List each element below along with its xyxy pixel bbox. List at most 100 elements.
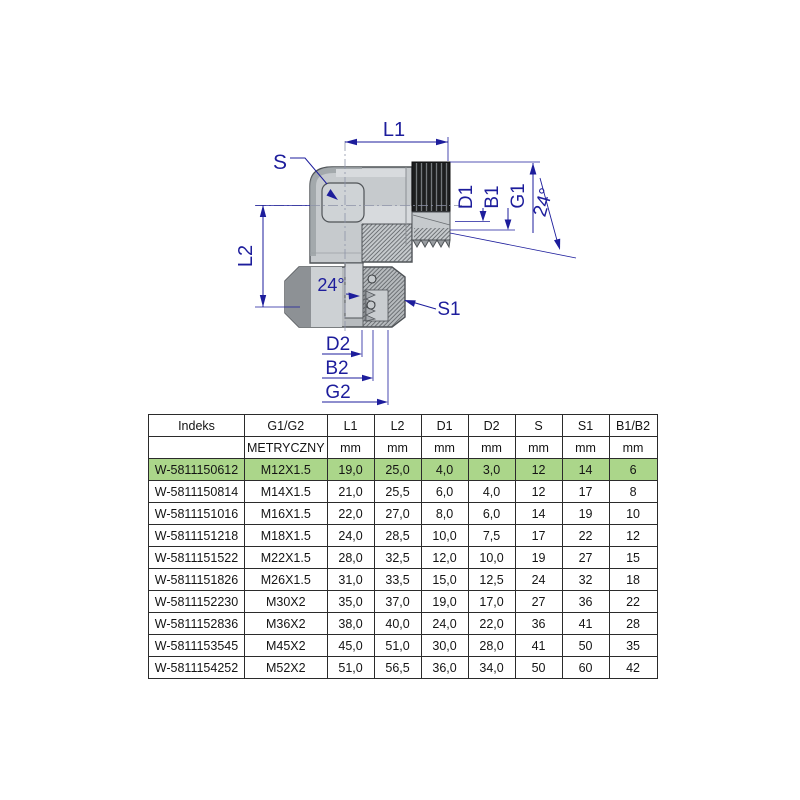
cell: W-5811152836 — [148, 612, 245, 635]
cell: 19 — [514, 546, 563, 569]
cell: M18X1.5 — [244, 524, 328, 547]
cell: 41 — [514, 634, 563, 657]
cell: 28,5 — [373, 524, 422, 547]
unit-cell — [148, 436, 245, 459]
cell: 24 — [514, 568, 563, 591]
cell: 17 — [514, 524, 563, 547]
cell: M14X1.5 — [244, 480, 328, 503]
cell: 28 — [608, 612, 658, 635]
elbow-top-highlight — [336, 169, 406, 177]
cell: 33,5 — [373, 568, 422, 591]
cell: 12 — [514, 480, 563, 503]
cell: W-5811151826 — [148, 568, 245, 591]
cell: 22 — [608, 590, 658, 613]
dim-g2: G2 — [322, 330, 389, 406]
stud-bore-section — [362, 206, 412, 224]
cell: 12 — [608, 524, 658, 547]
cell: 24,0 — [420, 612, 469, 635]
unit-cell: mm — [514, 436, 563, 459]
cell: 56,5 — [373, 656, 422, 679]
nut-mid-facet — [311, 267, 342, 327]
cell: 7,5 — [467, 524, 516, 547]
unit-cell: mm — [373, 436, 422, 459]
dim-label-b1: B1 — [482, 185, 503, 208]
dim-label-b2: B2 — [325, 358, 348, 379]
cell: 28,0 — [467, 634, 516, 657]
cell: 21,0 — [326, 480, 375, 503]
cell: M12X1.5 — [244, 458, 328, 481]
dim-label-angle-inner: 24° — [317, 275, 344, 295]
cell: M52X2 — [244, 656, 328, 679]
unit-cell: mm — [326, 436, 375, 459]
cell: 17 — [561, 480, 610, 503]
wrench-flat-recess — [321, 182, 365, 223]
col-header: S — [514, 414, 563, 437]
cell: 14 — [514, 502, 563, 525]
cell: 15,0 — [420, 568, 469, 591]
dim-label-d1: D1 — [456, 185, 477, 209]
cell: M16X1.5 — [244, 502, 328, 525]
cell: 14 — [561, 458, 610, 481]
col-header: B1/B2 — [608, 414, 658, 437]
cell: 40,0 — [373, 612, 422, 635]
cell: 3,0 — [467, 458, 516, 481]
cell: 41 — [561, 612, 610, 635]
cell: W-5811151218 — [148, 524, 245, 547]
tube-bore — [344, 262, 364, 319]
cell: 25,0 — [373, 458, 422, 481]
cell: 32 — [561, 568, 610, 591]
elbow-fitting — [256, 141, 462, 331]
cell: 37,0 — [373, 590, 422, 613]
col-header: Indeks — [148, 414, 245, 437]
dim-b1: B1 — [450, 185, 515, 231]
body-section-hatch — [362, 224, 412, 262]
cell: W-5811150814 — [148, 480, 245, 503]
cell: 27 — [561, 546, 610, 569]
cell: 12,0 — [420, 546, 469, 569]
cell: 18 — [608, 568, 658, 591]
cell: 17,0 — [467, 590, 516, 613]
cell: 35,0 — [326, 590, 375, 613]
cell: 27,0 — [373, 502, 422, 525]
unit-cell: mm — [420, 436, 469, 459]
cell: M26X1.5 — [244, 568, 328, 591]
unit-cell: mm — [608, 436, 658, 459]
dim-b2: B2 — [322, 330, 374, 382]
dim-s: S — [273, 151, 338, 200]
cell: 34,0 — [467, 656, 516, 679]
dim-d1: D1 — [455, 185, 490, 222]
col-header: S1 — [561, 414, 610, 437]
col-header: L2 — [373, 414, 422, 437]
cell: 45,0 — [326, 634, 375, 657]
cell: 22,0 — [326, 502, 375, 525]
cell: W-5811152230 — [148, 590, 245, 613]
cell: 10,0 — [467, 546, 516, 569]
cell: 8 — [608, 480, 658, 503]
cell: 42 — [608, 656, 658, 679]
cell: 36 — [514, 612, 563, 635]
cell: W-5811153545 — [148, 634, 245, 657]
swivel-nut — [284, 262, 406, 328]
dim-label-s1: S1 — [437, 299, 460, 320]
cell: 25,5 — [373, 480, 422, 503]
dim-label-g2: G2 — [325, 382, 350, 403]
cell: 4,0 — [467, 480, 516, 503]
col-header: D1 — [420, 414, 469, 437]
dim-s1: S1 — [404, 299, 461, 320]
cell: 51,0 — [373, 634, 422, 657]
dim-l2: L2 — [235, 205, 310, 308]
cell: M45X2 — [244, 634, 328, 657]
dim-label-angle-cone: 24° — [530, 186, 558, 219]
cell: 15 — [608, 546, 658, 569]
unit-cell: METRYCZNY — [244, 436, 328, 459]
